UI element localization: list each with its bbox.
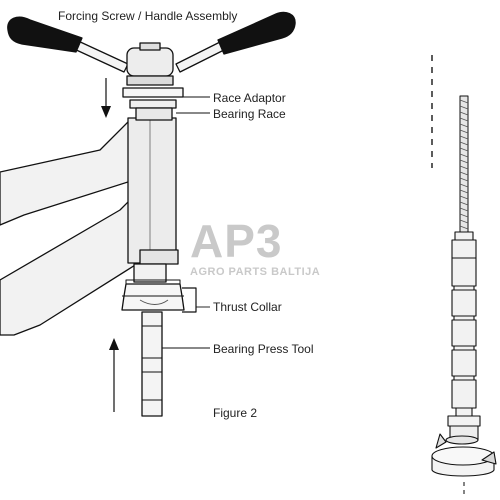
bearing-press-tool bbox=[141, 311, 163, 417]
base-collar bbox=[431, 425, 497, 477]
label-thrust-collar: Thrust Collar bbox=[213, 300, 282, 314]
figure-title: Forcing Screw / Handle Assembly bbox=[58, 9, 238, 23]
handle-grip-left bbox=[7, 16, 83, 53]
label-bearing-race: Bearing Race bbox=[213, 107, 286, 121]
label-bearing-press-tool: Bearing Press Tool bbox=[213, 342, 314, 356]
thrust-collar bbox=[121, 283, 185, 311]
watermark-tagline: AGRO PARTS BALTIJA bbox=[190, 266, 321, 278]
figure-caption: Figure 2 bbox=[213, 406, 258, 420]
race-adaptor bbox=[122, 87, 184, 98]
collar-callout bbox=[182, 287, 197, 313]
label-race-adaptor: Race Adaptor bbox=[213, 91, 286, 105]
bottom-bracket-shell bbox=[127, 117, 177, 264]
bearing-race bbox=[129, 99, 177, 109]
screw-hub bbox=[126, 47, 174, 77]
handle-bar-left bbox=[71, 39, 129, 73]
watermark-logo: AP3 bbox=[190, 215, 283, 267]
stacked-spacers bbox=[447, 231, 481, 427]
threaded-rod bbox=[459, 95, 469, 233]
handle-grip-right bbox=[217, 11, 296, 55]
